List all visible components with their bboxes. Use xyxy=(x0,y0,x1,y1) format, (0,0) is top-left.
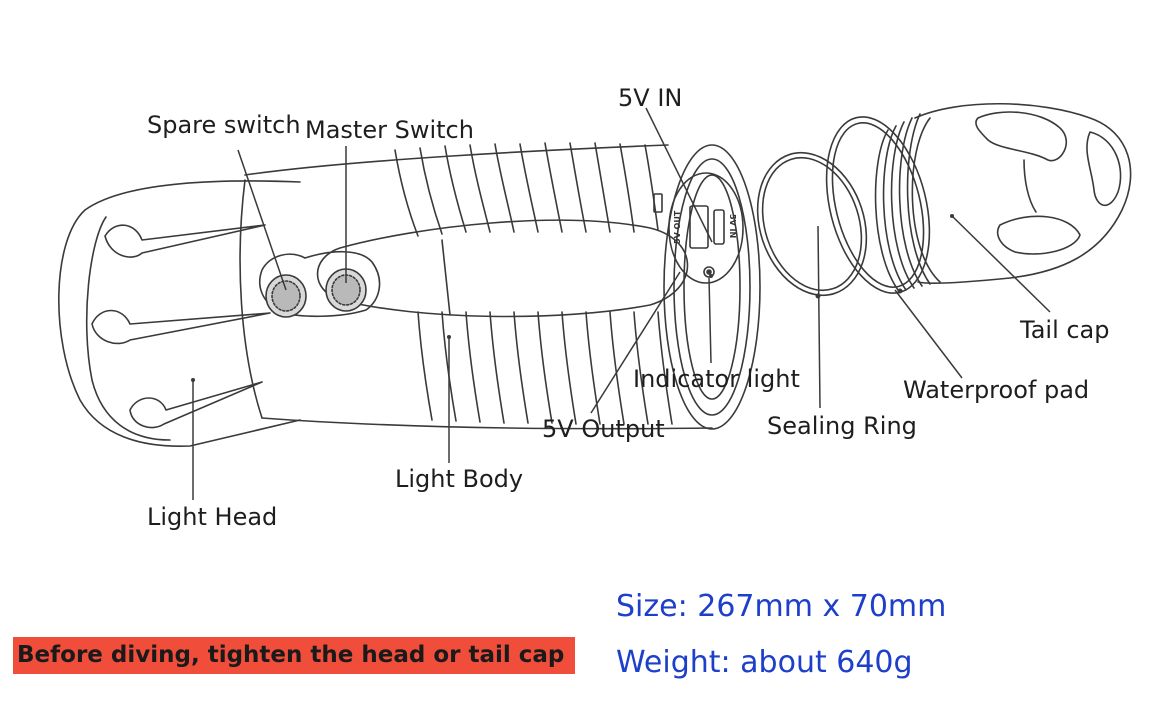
label-master-switch: Master Switch xyxy=(305,116,474,144)
label-5v-in: 5V IN xyxy=(618,84,683,112)
label-light-head: Light Head xyxy=(147,503,278,531)
warning-banner: Before diving, tighten the head or tail … xyxy=(13,637,575,674)
light-body-part xyxy=(239,142,713,430)
spec-size: Size: 267mm x 70mm xyxy=(616,589,947,624)
leader-dots xyxy=(191,214,954,382)
label-sealing-ring: Sealing Ring xyxy=(767,412,917,440)
light-head-part xyxy=(58,180,301,447)
label-light-body: Light Body xyxy=(395,465,524,493)
sealing-ring-part xyxy=(756,151,868,297)
label-5v-output: 5V Output xyxy=(542,415,665,443)
leader-lines xyxy=(192,107,1051,500)
tail-cap-part xyxy=(911,102,1132,285)
label-spare-switch: Spare switch xyxy=(147,111,301,139)
label-indicator-light: Indicator light xyxy=(633,365,800,393)
waterproof-pad-part xyxy=(825,113,931,294)
port-mark-in: 5V IN xyxy=(728,214,737,238)
label-tail-cap: Tail cap xyxy=(1020,316,1110,344)
charging-port-end xyxy=(653,144,761,430)
port-mark-out: 5V OUT xyxy=(673,210,682,244)
label-waterproof-pad: Waterproof pad xyxy=(903,376,1090,404)
spec-weight: Weight: about 640g xyxy=(616,645,913,680)
spare-switch-button xyxy=(265,274,307,318)
